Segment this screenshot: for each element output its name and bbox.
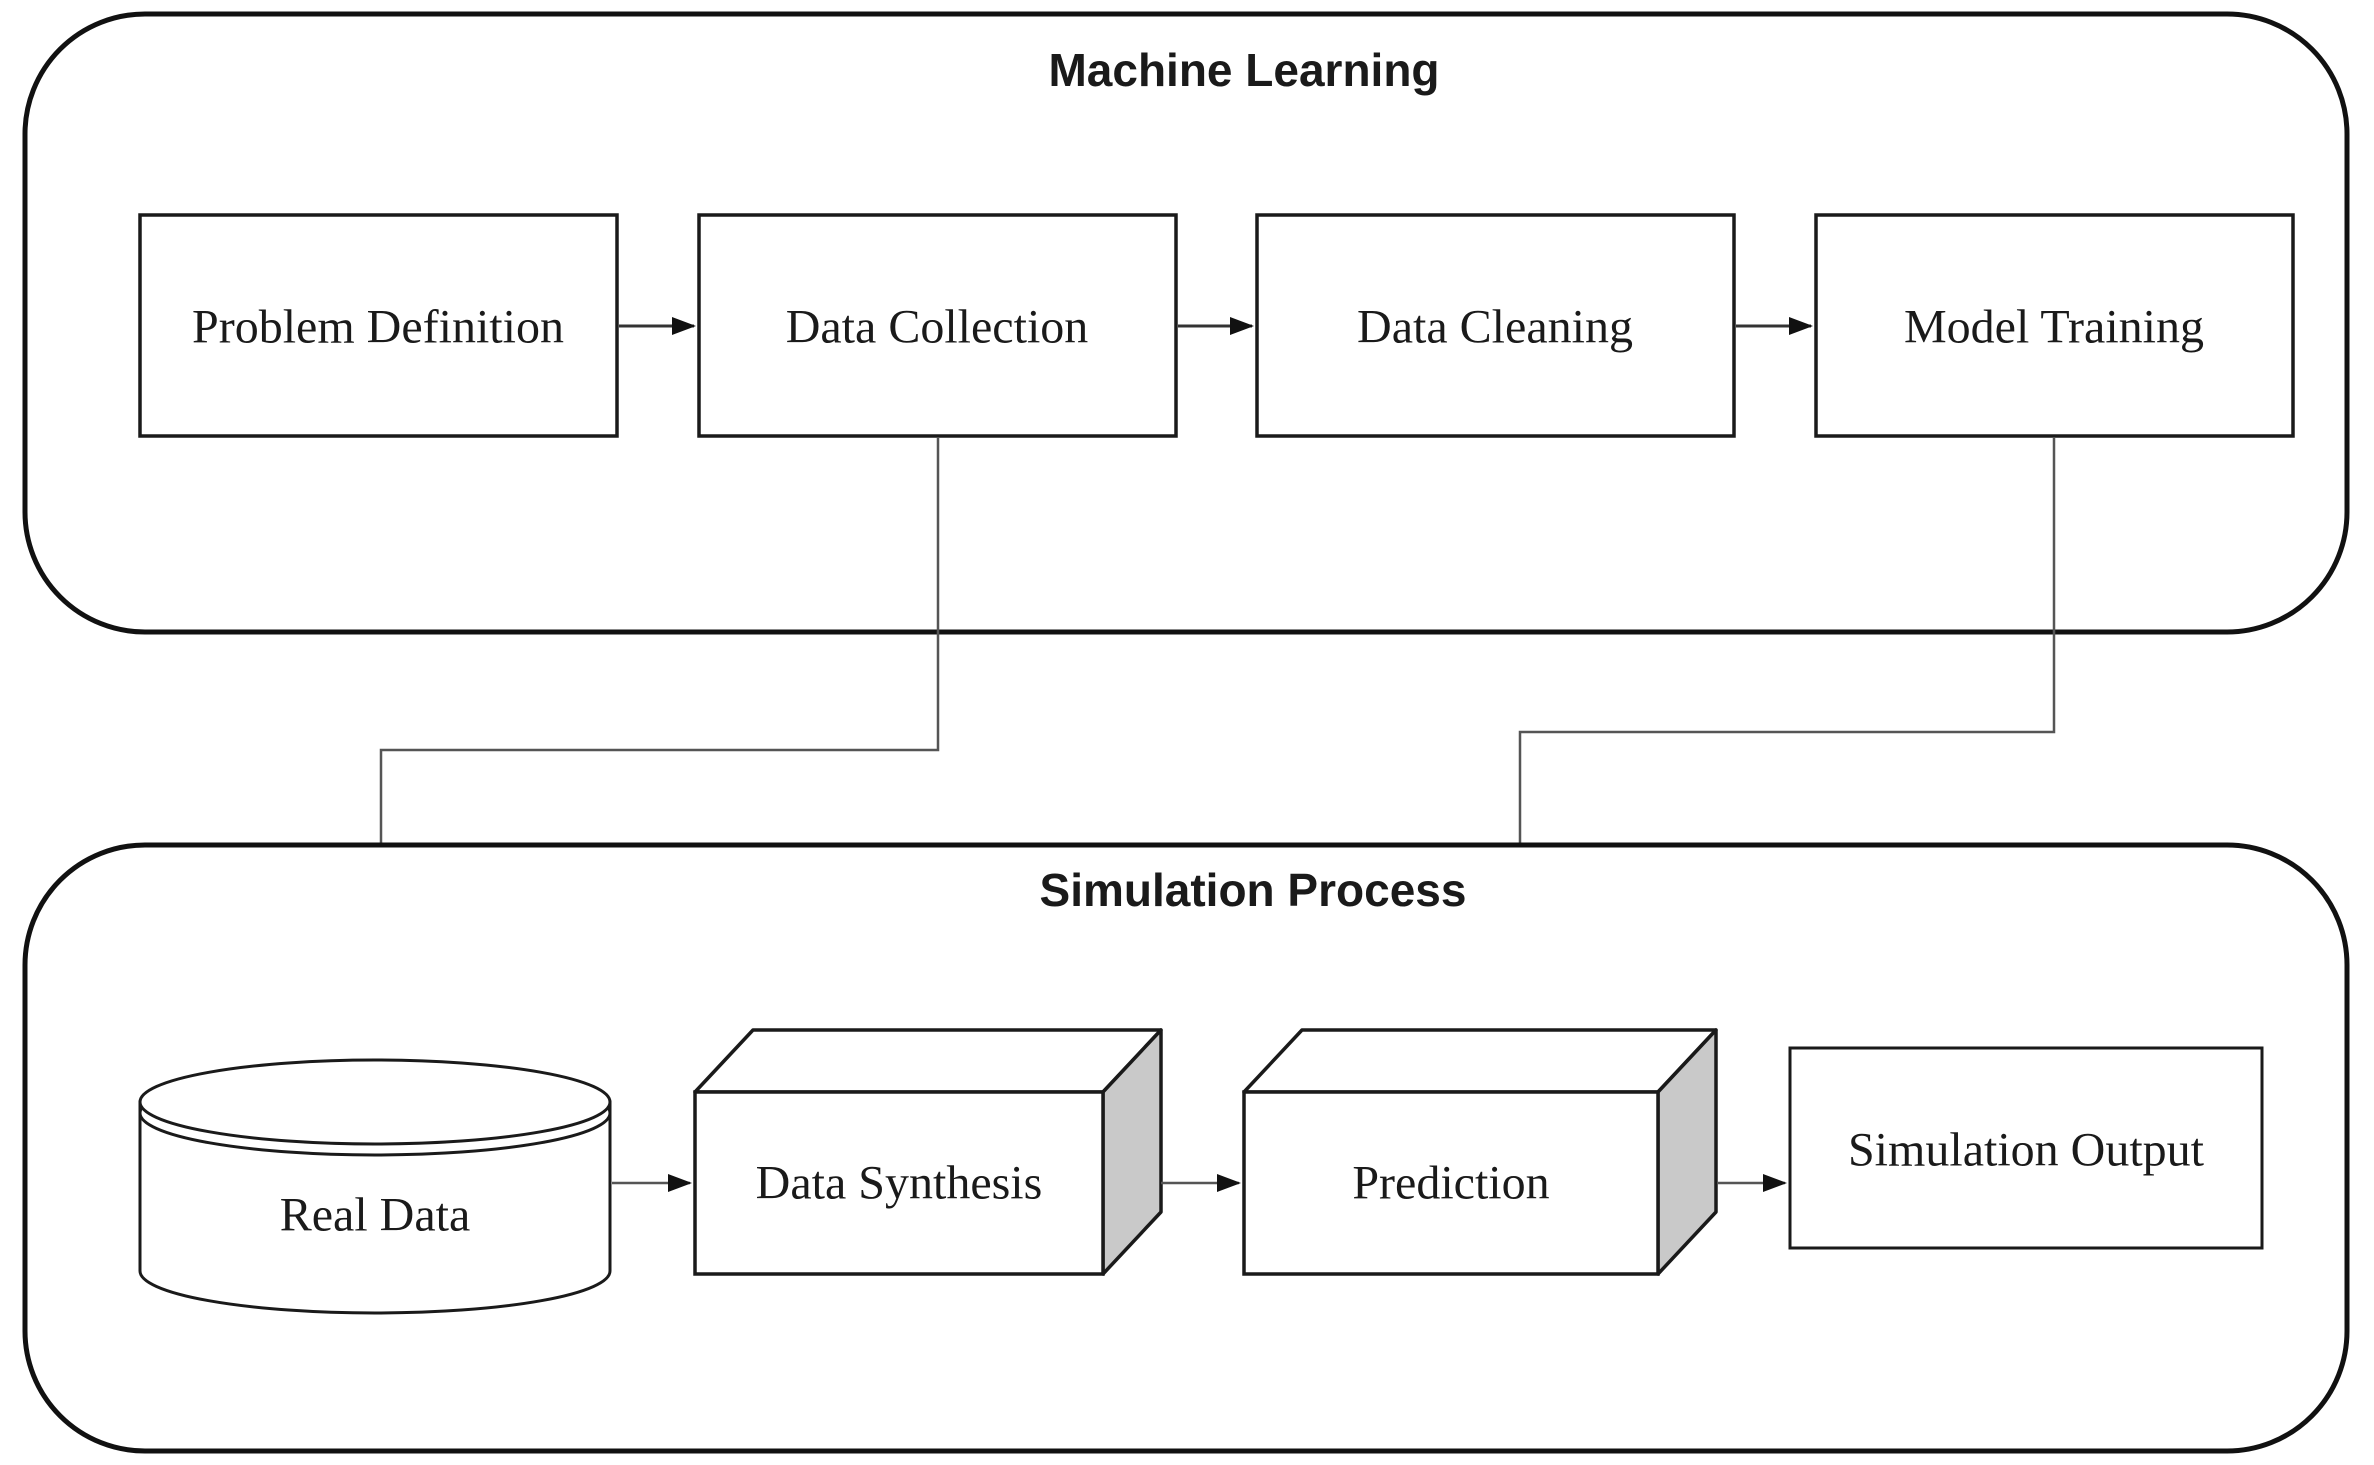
node-simulation-output-label: Simulation Output xyxy=(1848,1124,2205,1177)
machine-learning-container xyxy=(22,11,2350,635)
node-data-cleaning: Data Cleaning xyxy=(1255,213,1736,438)
node-real-data-label: Real Data xyxy=(280,1189,471,1242)
node-prediction: Prediction xyxy=(1242,1028,1718,1276)
cylinder-body xyxy=(138,1100,612,1315)
node-problem-definition: Problem Definition xyxy=(138,213,619,438)
node-prediction-label: Prediction xyxy=(1352,1157,1549,1210)
cylinder-rim xyxy=(138,1058,612,1146)
machine-learning-title: Machine Learning xyxy=(1048,44,1439,96)
node-real-data: Real Data xyxy=(138,1058,612,1315)
node-data-cleaning-label: Data Cleaning xyxy=(1357,301,1633,354)
node-model-training-label: Model Training xyxy=(1904,301,2204,354)
node-data-synthesis: Data Synthesis xyxy=(693,1028,1163,1276)
cube-top-face xyxy=(693,1028,1163,1094)
simulation-process-title: Simulation Process xyxy=(1040,864,1467,916)
node-problem-definition-label: Problem Definition xyxy=(192,301,564,354)
node-model-training: Model Training xyxy=(1814,213,2295,438)
node-data-collection-label: Data Collection xyxy=(786,301,1089,354)
node-data-collection: Data Collection xyxy=(697,213,1178,438)
cube-front-face xyxy=(693,1090,1105,1276)
node-simulation-output: Simulation Output xyxy=(1788,1046,2264,1250)
cube-top-face xyxy=(1242,1028,1718,1094)
simulation-process-container xyxy=(22,842,2350,1454)
node-data-synthesis-label: Data Synthesis xyxy=(756,1157,1043,1210)
cube-front-face xyxy=(1242,1090,1660,1276)
